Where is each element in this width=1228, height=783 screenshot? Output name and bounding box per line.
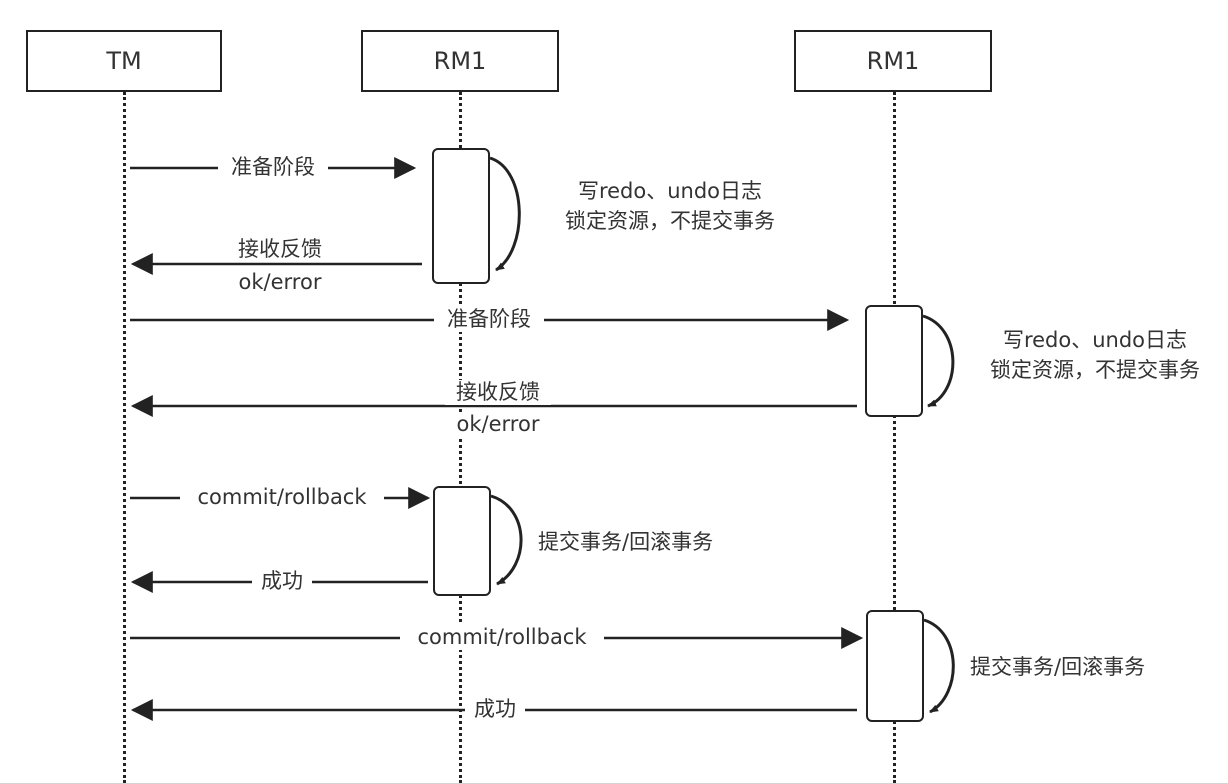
self-arrow-rm1-b-commit xyxy=(923,618,955,714)
participant-tm-label: TM xyxy=(106,47,142,75)
self-arrow-rm1-b-prepare xyxy=(922,314,955,408)
label-feedback-2-line1: 接收反馈 xyxy=(445,380,551,406)
label-feedback-1-line1: 接收反馈 xyxy=(228,237,332,263)
lifeline-rm1-a xyxy=(459,92,462,783)
note-commit-2: 提交事务/回滚事务 xyxy=(970,652,1190,682)
note-prepare-2-line2: 锁定资源，不提交事务 xyxy=(990,358,1200,383)
note-prepare-2: 写redo、undo日志 锁定资源，不提交事务 xyxy=(966,325,1224,386)
activation-rm1-a-prepare xyxy=(432,148,490,284)
label-feedback-1-line2: ok/error xyxy=(228,270,332,296)
label-feedback-2-line2: ok/error xyxy=(445,412,551,438)
activation-rm1-a-commit xyxy=(433,486,491,596)
note-commit-1-line1: 提交事务/回滚事务 xyxy=(538,530,714,554)
participant-rm1-b-label: RM1 xyxy=(866,47,920,75)
label-prepare-1: 准备阶段 xyxy=(218,155,328,181)
participant-rm1-a: RM1 xyxy=(361,30,559,92)
note-commit-2-line1: 提交事务/回滚事务 xyxy=(970,655,1146,679)
label-success-2: 成功 xyxy=(465,697,525,723)
note-prepare-1: 写redo、undo日志 锁定资源，不提交事务 xyxy=(535,176,805,237)
activation-rm1-b-prepare xyxy=(865,305,923,417)
note-prepare-1-line1: 写redo、undo日志 xyxy=(577,179,763,203)
label-commit-1: commit/rollback xyxy=(180,485,384,511)
label-commit-2: commit/rollback xyxy=(400,625,604,651)
lifeline-tm xyxy=(123,92,126,783)
participant-rm1-b: RM1 xyxy=(794,30,992,92)
label-prepare-2: 准备阶段 xyxy=(434,307,544,333)
note-prepare-2-line1: 写redo、undo日志 xyxy=(1002,328,1188,352)
self-arrow-rm1-a-prepare xyxy=(489,156,521,272)
note-prepare-1-line2: 锁定资源，不提交事务 xyxy=(565,209,775,234)
lifeline-rm1-b xyxy=(893,92,896,783)
self-arrow-rm1-a-commit xyxy=(490,494,523,586)
participant-tm: TM xyxy=(26,30,222,92)
participant-rm1-a-label: RM1 xyxy=(433,47,487,75)
note-commit-1: 提交事务/回滚事务 xyxy=(538,527,758,557)
label-success-1: 成功 xyxy=(252,569,312,595)
activation-rm1-b-commit xyxy=(866,610,924,722)
